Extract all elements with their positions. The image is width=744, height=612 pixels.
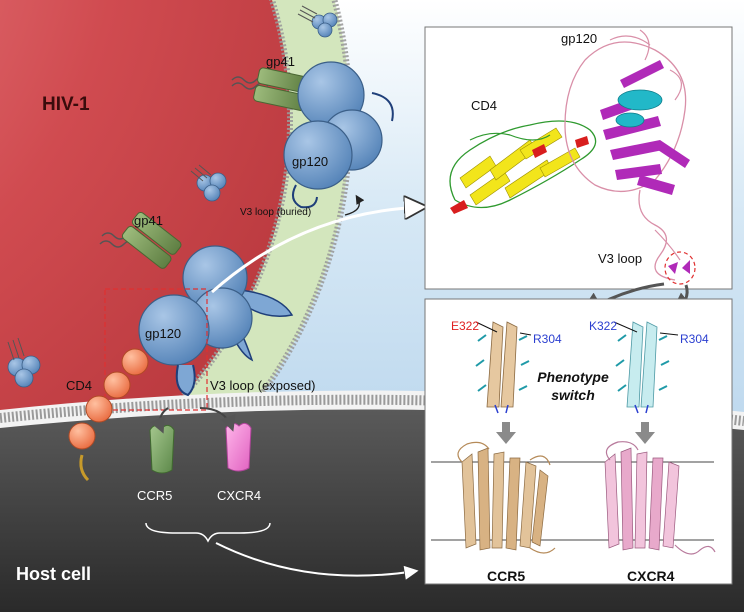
- gp41-label-mid: gp41: [134, 213, 163, 228]
- panel-gp120-label: gp120: [561, 31, 597, 46]
- env-trimer-open: [99, 211, 294, 411]
- e322-label: E322: [451, 319, 479, 333]
- v3-loop-exposed: [175, 364, 196, 397]
- gp120-subunit-top: [283, 120, 353, 190]
- v3-loop-x4: [613, 321, 679, 414]
- ccr5-structure: [457, 441, 556, 554]
- v3-loop-buried: [291, 184, 318, 209]
- ccr5-label: CCR5: [137, 488, 172, 503]
- r304-label-x4: R304: [680, 332, 709, 346]
- phenotype-switch-line2: switch: [551, 387, 595, 403]
- down-arrow-r5: [496, 422, 516, 444]
- zoom-box: [104, 288, 208, 411]
- v3-loop-r5: [475, 321, 532, 414]
- arrow-to-structures: [215, 542, 416, 576]
- r304-label-r5: R304: [533, 332, 562, 346]
- env-trimer-closed: [231, 61, 394, 216]
- floating-trimer-left: [7, 337, 41, 388]
- v3-loop-strand: [668, 262, 678, 274]
- v3-loop-highlight: [664, 251, 696, 285]
- panel-cd4-label: CD4: [471, 98, 497, 113]
- floating-trimer-mid: [190, 164, 227, 202]
- panel-cxcr4-label: CXCR4: [627, 568, 675, 584]
- down-arrow-x4: [635, 422, 655, 444]
- complex-structure-panel: gp120 CD4 V3 loop: [424, 26, 733, 290]
- arrow-to-complex-panel: [211, 207, 422, 294]
- ccr5-coreceptor-cartoon: [149, 424, 175, 474]
- gp120-label-mid: gp120: [145, 326, 181, 341]
- v3-loop-exposed-label: V3 loop (exposed): [210, 378, 316, 393]
- coreceptor-structure-panel: E322 R304 K322 R304 Phenotype switch CCR…: [424, 298, 733, 585]
- gp120-ribbon: [564, 29, 696, 285]
- cxcr4-label: CXCR4: [217, 488, 261, 503]
- hiv-label: HIV-1: [42, 94, 90, 115]
- cd4-label: CD4: [66, 378, 92, 393]
- phenotype-switch-line1: Phenotype: [537, 369, 609, 385]
- cd4-receptor: [68, 348, 149, 482]
- arrow-to-ccr5: [149, 407, 169, 434]
- floating-trimer-top: [297, 5, 338, 38]
- gp41-label-top: gp41: [266, 54, 295, 69]
- k322-label: K322: [589, 319, 617, 333]
- arrow-to-cxcr4: [199, 407, 236, 432]
- cd4-ribbon: [449, 120, 597, 214]
- coreceptor-bracket: [145, 522, 271, 543]
- gp41-stalk-mid: [131, 211, 182, 255]
- gp120-subunit-mid: [138, 294, 210, 366]
- v3-loop-buried-label: V3 loop (buried): [240, 207, 311, 218]
- panel-v3-loop-label: V3 loop: [598, 251, 642, 266]
- panel-ccr5-label: CCR5: [487, 568, 525, 584]
- gp120-label-top: gp120: [292, 154, 328, 169]
- host-cell-label: Host cell: [16, 564, 91, 584]
- cxcr4-structure: [604, 441, 716, 555]
- cxcr4-coreceptor-cartoon: [225, 422, 252, 472]
